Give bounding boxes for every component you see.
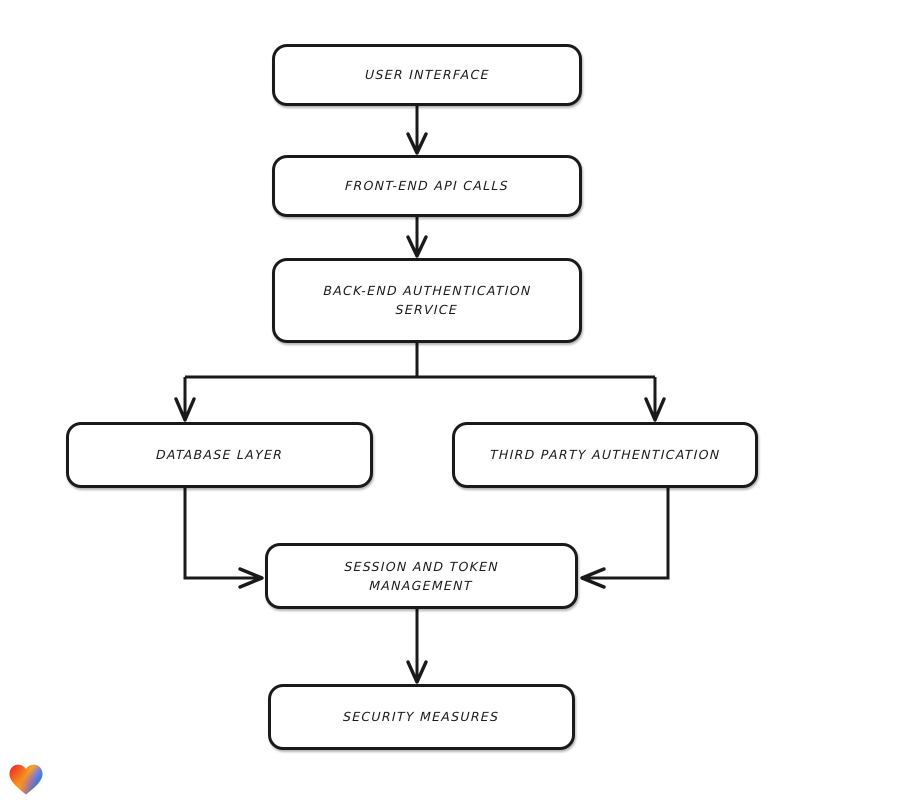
edge-backend-to-database (174, 377, 196, 422)
edge-api-to-backend (406, 217, 428, 258)
edge-ui-to-api (406, 106, 428, 155)
node-label: Back-End Authentication Service (322, 283, 532, 318)
edge-session-to-security (406, 609, 428, 684)
node-backend-auth-service[interactable]: Back-End Authentication Service (272, 258, 582, 343)
edge-thirdparty-to-session (580, 488, 670, 589)
node-frontend-api-calls[interactable]: Front-End API Calls (272, 155, 582, 217)
node-security-measures[interactable]: Security Measures (268, 684, 575, 750)
node-label: Third Party Authentication (489, 447, 721, 463)
node-label: Session and Token Management (344, 558, 500, 593)
edge-backend-split-bus (185, 343, 655, 379)
edge-backend-to-thirdparty (644, 377, 666, 422)
node-label: Security Measures (343, 709, 500, 725)
heart-icon (9, 764, 43, 795)
node-label: Database Layer (155, 447, 284, 463)
node-session-token-mgmt[interactable]: Session and Token Management (265, 543, 578, 609)
node-label: User Interface (364, 67, 490, 83)
node-database-layer[interactable]: Database Layer (66, 422, 373, 488)
node-third-party-auth[interactable]: Third Party Authentication (452, 422, 758, 488)
node-user-interface[interactable]: User Interface (272, 44, 582, 106)
node-label: Front-End API Calls (344, 178, 510, 194)
edge-database-to-session (183, 488, 264, 589)
